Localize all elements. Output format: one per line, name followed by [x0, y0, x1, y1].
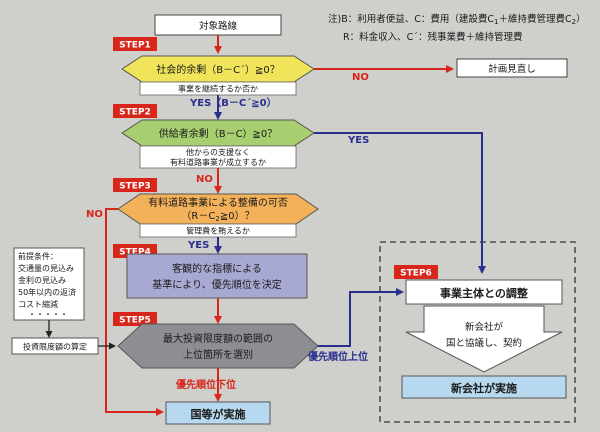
premises-item-2: 50年以内の返済 [18, 287, 76, 297]
country-box[interactable] [165, 401, 271, 425]
step2-badge [113, 104, 157, 118]
edge-label-no3: NO [86, 209, 103, 220]
entity-box[interactable] [405, 279, 563, 305]
edge-label-low: 優先順位下位 [175, 378, 236, 391]
premises-item-4: ・・・・・ [28, 310, 68, 319]
step3-label: STEP3 [119, 182, 151, 192]
premises-item-1: 金利の見込み [18, 275, 66, 285]
company-arrow [405, 305, 563, 373]
note-line-1: 注)B：利用者便益、C：費用（建設費C1＋維持費管理費C2） [328, 13, 586, 26]
calc-label: 投資限度額の算定 [23, 342, 87, 352]
step1-badge [113, 37, 157, 51]
premises-box [13, 247, 85, 321]
decision-3-note: 管理費を賄えるか [186, 226, 250, 236]
company-exec-label: 新会社が実施 [451, 381, 517, 395]
decision-5-line-1: 最大投資限度額の範囲の [163, 332, 273, 345]
note-line-2: R：料金収入、C´：残事業費＋維持管理費 [343, 31, 523, 43]
step1-label: STEP1 [119, 41, 151, 51]
premises-item-3: コスト縮減 [18, 299, 58, 309]
edge-d2-yes [314, 132, 486, 274]
country-label: 国等が実施 [191, 407, 246, 421]
priority-box[interactable] [126, 253, 308, 299]
premises-title: 前提条件： [18, 251, 58, 261]
entity-label: 事業主体との調整 [440, 286, 528, 300]
plan-review-box[interactable] [456, 58, 568, 78]
step3-badge [113, 178, 157, 192]
priority-box-line-2: 基準により、優先順位を決定 [152, 278, 281, 291]
edge-label-yes3: YES [187, 240, 209, 251]
decision-5[interactable] [117, 323, 319, 369]
company-line-1: 新会社が [465, 321, 504, 333]
step2-label: STEP2 [119, 108, 151, 118]
edge-label-yes1: YES（B－C´≧0） [189, 96, 277, 109]
step6-label: STEP6 [400, 269, 432, 279]
step6-badge [394, 265, 438, 279]
decision-3-line-2: （R－C2≧0）？ [181, 210, 254, 223]
decision-2-note-2: 有料道路事業が成立するか [170, 157, 266, 167]
decision-5-line-2: 上位箇所を選別 [183, 348, 253, 361]
priority-box-line-1: 客観的な指標による [172, 262, 262, 275]
step5-label: STEP5 [119, 316, 151, 326]
edge-d3-no [105, 208, 164, 416]
edge-label-no2: NO [196, 174, 213, 185]
edge-label-no1: NO [352, 72, 369, 83]
edge-d5-high [318, 288, 404, 347]
step5-badge [113, 312, 157, 326]
decision-1-label: 社会的余剰（B－C´）≧0？ [156, 63, 280, 76]
company-exec-box[interactable] [401, 375, 567, 399]
decision-3-line-1: 有料道路事業による整備の可否 [148, 196, 288, 209]
company-line-2: 国と協議し、契約 [446, 337, 522, 349]
edge-label-yes2: YES [347, 135, 369, 146]
step6-group-frame [379, 241, 576, 423]
decision-2-label: 供給者余剰（B－C）≧0？ [159, 127, 278, 140]
premises-item-0: 交通量の見込み [18, 263, 74, 273]
step4-label: STEP4 [119, 248, 151, 258]
decision-2-note-1: 他からの支援なく [186, 147, 250, 157]
start-label: 対象路線 [199, 20, 238, 32]
edge-label-high: 優先順位上位 [307, 350, 368, 363]
decision-1-note: 事業を継続するか否か [178, 84, 258, 94]
plan-review-label: 計画見直し [488, 63, 536, 75]
